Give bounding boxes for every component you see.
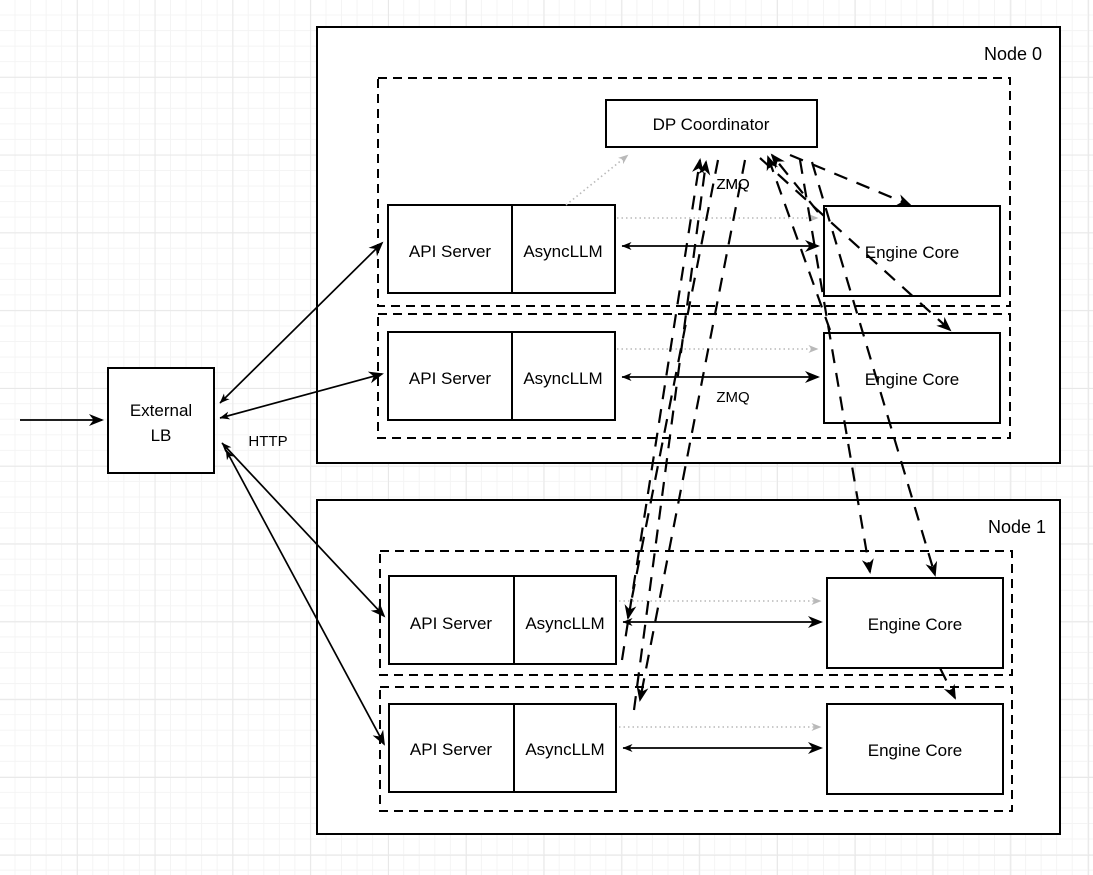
node-1-dp-0-api-unit[interactable] [388, 575, 617, 665]
node-1-dp-group-1: API Server AsyncLLM Engine Core [379, 686, 1013, 812]
node-0-dp-group-1: API Server AsyncLLM Engine Core ZMQ [377, 313, 1011, 439]
node-1-dp-0-asyncllm-label: AsyncLLM [525, 614, 604, 633]
edge-engine-n1dp0-to-coordinator [620, 158, 704, 661]
node-0-dp-0-api-unit[interactable] [387, 204, 616, 294]
node-0-dp-1-zmq-label: ZMQ [716, 389, 749, 406]
node-0-dp-1-api-server-label: API Server [409, 369, 492, 388]
edge-lb-to-api-n0dp1 [219, 371, 384, 420]
node-0-dp-1-engine-core-label: Engine Core [865, 370, 960, 389]
node-0-dp-0-zmq-label: ZMQ [716, 176, 749, 193]
http-label: HTTP [248, 433, 287, 450]
node-1-dp-1-api-unit[interactable] [388, 703, 617, 793]
external-lb-box[interactable] [107, 367, 215, 474]
coordinator-zmq-label: ZMQ [716, 176, 749, 193]
dp-coordinator-label: DP Coordinator [653, 115, 770, 134]
node-1-dp-1-engine-core-label: Engine Core [868, 741, 963, 760]
edge-engine-n1dp0-to-n1dp1 [939, 667, 956, 700]
edge-coordinator-to-engine-n1dp0 [624, 159, 720, 620]
dp-coordinator-group: DP Coordinator ZMQ [605, 99, 818, 193]
lb-to-api-edges [219, 241, 386, 746]
node-1-dp-0-engine-core-label: Engine Core [868, 615, 963, 634]
coordinator-engine-dashed-edges [620, 153, 956, 711]
edge-coordinator-to-engine-n0dp0 [789, 153, 912, 207]
node-0-dp-1-engine-core[interactable] [823, 332, 1001, 424]
node-1-dp-0-api-server-label: API Server [410, 614, 493, 633]
node-1-dp-group-0: API Server AsyncLLM Engine Core [379, 550, 1013, 676]
edge-coordinator-to-engine-n0dp1 [759, 157, 952, 332]
node-1-dp-0-engine-core[interactable] [826, 577, 1004, 669]
edge-engine-n0dp0-to-coordinator [770, 153, 819, 213]
node-0-dp-1-asyncllm-label: AsyncLLM [523, 369, 602, 388]
node-1-dp-1-asyncllm-label: AsyncLLM [525, 740, 604, 759]
external-lb-label-line2: LB [151, 426, 172, 445]
node-0-dp-0-api-server-label: API Server [409, 242, 492, 261]
node-0-dp-0-engine-core-label: Engine Core [865, 243, 960, 262]
node-1-title: Node 1 [988, 517, 1046, 537]
edge-engine-n1dp1-to-coordinator [632, 160, 711, 711]
edge-lb-to-api-n1dp1 [225, 449, 385, 746]
external-lb-group: External LB HTTP [20, 367, 288, 474]
node-0-dp-1-api-unit[interactable] [387, 331, 616, 421]
edge-coordinator-to-engine-n1dp1 [636, 159, 747, 702]
external-lb-label-line1: External [130, 401, 192, 420]
edge-engine-n0dp1-to-coordinator [766, 155, 832, 331]
dp-coordinator-box[interactable] [605, 99, 818, 148]
node-1-dp-1-engine-core[interactable] [826, 703, 1004, 795]
edge-coordinator-to-node1-engine-right [798, 159, 874, 574]
node-0-title: Node 0 [984, 44, 1042, 64]
node-0-dp-0-asyncllm-label: AsyncLLM [523, 242, 602, 261]
node-1-dp-1-api-server-label: API Server [410, 740, 493, 759]
